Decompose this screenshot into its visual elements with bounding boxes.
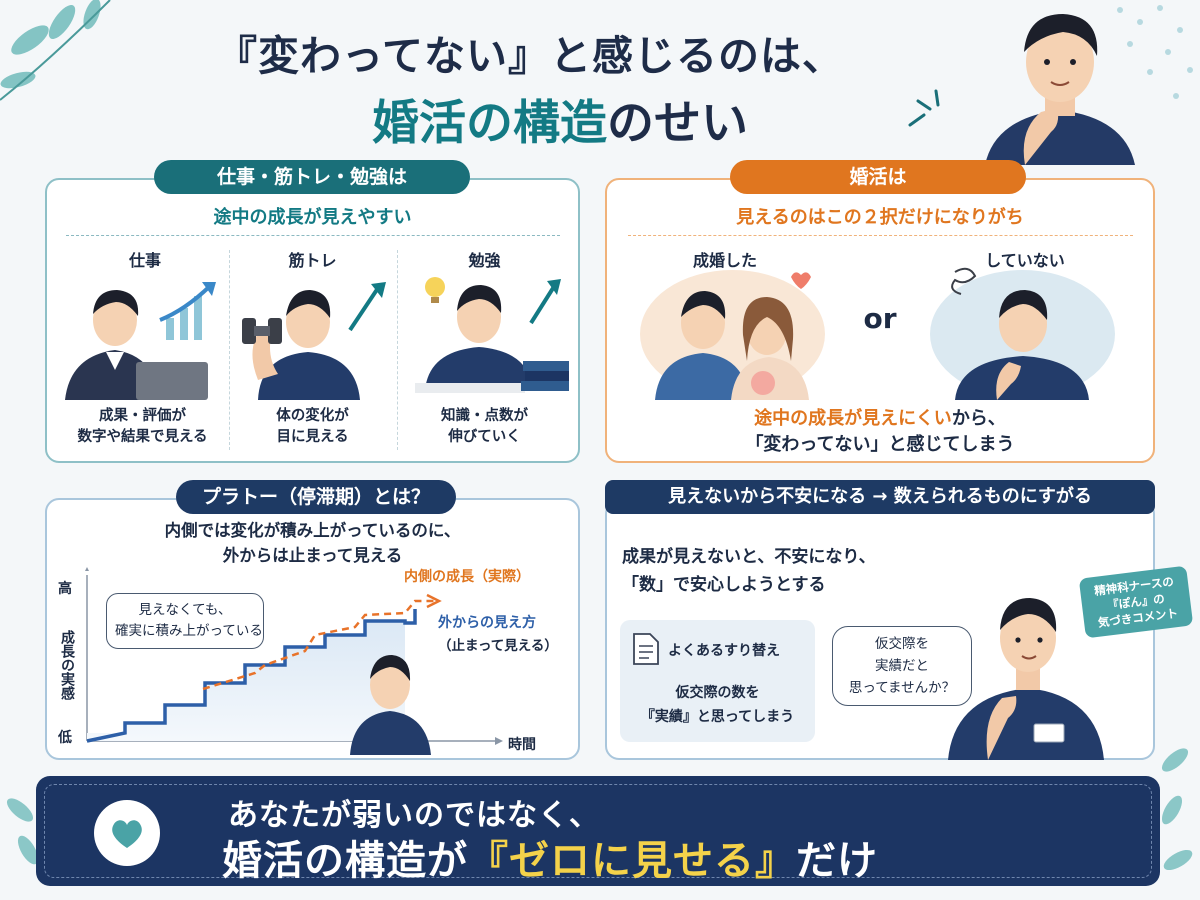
y-axis-high-label: 高 [58, 581, 72, 597]
divider [66, 235, 560, 236]
heart-icon [112, 820, 142, 848]
banner-line2-pre: 婚活の構造が [222, 838, 468, 884]
banner-line2-accent: 『ゼロに見せる』 [468, 838, 796, 884]
nurse-pointing-illustration [948, 598, 1104, 760]
inner-growth-dashed-line [202, 599, 435, 691]
caption-work-l2: 数字や結果で見える [77, 429, 208, 445]
bubble-line2: 確実に積み上がっている [115, 623, 263, 639]
page-title-rest: のせい [607, 96, 748, 151]
panel-tag-konkatsu: 婚活は [730, 160, 1026, 194]
binary-conclusion-line2: 「変わってない」と感じてしまう [745, 434, 1015, 455]
nurse-question-bubble: 仮交際を 実績だと 思ってませんか？ [832, 626, 972, 706]
businessman-laptop-illustration [65, 282, 216, 400]
conclusion-banner [36, 776, 1160, 886]
y-axis-low-label: 低 [58, 730, 72, 746]
column-label-study: 勉強 [468, 251, 501, 270]
banner-border [44, 784, 1152, 878]
leaf-decoration-bottom-left [6, 798, 39, 865]
married-couple-illustration [655, 272, 811, 400]
nurse-thinking-illustration [985, 14, 1135, 165]
panel-tag-anxiety: 見えないから不安になる → 数えられるものにすがる [605, 480, 1155, 514]
page-title-accent: 婚活の構造 [372, 96, 607, 151]
binary-conclusion-rest: から、 [951, 408, 1006, 429]
caption-work: 成果・評価が数字や結果で見える [60, 406, 225, 448]
card-title: よくあるすり替え [668, 643, 780, 659]
caption-work-l1: 成果・評価が [99, 408, 186, 424]
card-line1: 仮交際の数を [675, 685, 760, 701]
panel-subtitle-binary: 見えるのはこの２択だけになりがち [736, 207, 1024, 228]
column-label-training: 筋トレ [288, 251, 337, 270]
inner-growth-label: 内側の成長（実際） [404, 569, 530, 585]
card-line2: 『実績』と思ってしまう [640, 709, 795, 725]
plateau-desc-line2: 外からは止まって見える [222, 546, 403, 565]
plateau-chart [85, 567, 503, 755]
question-line1: 仮交際を [875, 636, 929, 652]
panel-subtitle-visible: 途中の成長が見えやすい [213, 207, 412, 228]
question-line3: 思ってませんか？ [848, 680, 956, 696]
bubble-line1: 見えなくても、 [138, 602, 232, 618]
page-title-line2: 婚活の構造のせい [300, 84, 820, 153]
option-married-label: 成婚した [692, 251, 757, 270]
caption-training: 体の変化が目に見える [235, 406, 390, 448]
or-label: or [863, 302, 897, 335]
outer-view-label-line1: 外からの見え方 [438, 615, 536, 631]
caption-study-l2: 伸びていく [448, 429, 521, 445]
outer-view-step-line [86, 609, 417, 743]
worried-man-illustration [951, 267, 1089, 400]
option-not-married-label: していない [985, 251, 1065, 270]
plateau-desc-line1: 内側では変化が積み上がっているのに、 [164, 521, 461, 540]
panel-tag-work-training-study: 仕事・筋トレ・勉強は [154, 160, 470, 194]
banner-line2-post: だけ [796, 838, 878, 884]
document-icon [633, 633, 659, 665]
anxiety-desc-line1: 成果が見えないと、不安になり、 [622, 547, 876, 567]
plateau-encouragement-bubble: 見えなくても、 確実に積み上がっている [106, 593, 264, 649]
x-axis-label: 時間 [508, 737, 536, 753]
studying-illustration [415, 277, 569, 393]
y-axis-label: 成長の実感 [59, 630, 75, 700]
thought-lines-icon [908, 89, 940, 127]
muscle-training-illustration [242, 282, 386, 400]
leaf-decoration-bottom-right [1161, 748, 1193, 871]
binary-conclusion-accent: 途中の成長が見えにくい [754, 408, 952, 429]
divider [397, 250, 398, 450]
divider [229, 250, 230, 450]
column-label-work: 仕事 [128, 251, 161, 270]
banner-line1: あなたが弱いのではなく、 [228, 798, 600, 833]
caption-training-l2: 目に見える [276, 429, 349, 445]
page-title-line1: 『変わってない』と感じるのは、 [216, 32, 844, 80]
caption-training-l1: 体の変化が [276, 408, 349, 424]
caption-study: 知識・点数が伸びていく [402, 406, 567, 448]
divider [628, 235, 1133, 236]
leaf-decoration-top-left [0, 0, 111, 101]
caption-study-l1: 知識・点数が [441, 408, 528, 424]
banner-line2: 婚活の構造が『ゼロに見せる』だけ [222, 828, 878, 886]
x-axis-arrow [495, 737, 503, 745]
outer-view-label-line2: （止まって見える） [438, 638, 558, 654]
binary-conclusion-line1: 途中の成長が見えにくいから、 [605, 404, 1155, 430]
question-line2: 実績だと [875, 658, 929, 674]
anxiety-desc-line2: 「数」で安心しようとする [622, 575, 826, 595]
dots-decoration-right [1117, 5, 1193, 99]
panel-tag-plateau: プラトー（停滞期）とは？ [176, 480, 456, 514]
nurse-comment-stamp: 精神科ナースの 『ぽん』の 気づきコメント [1078, 565, 1194, 639]
